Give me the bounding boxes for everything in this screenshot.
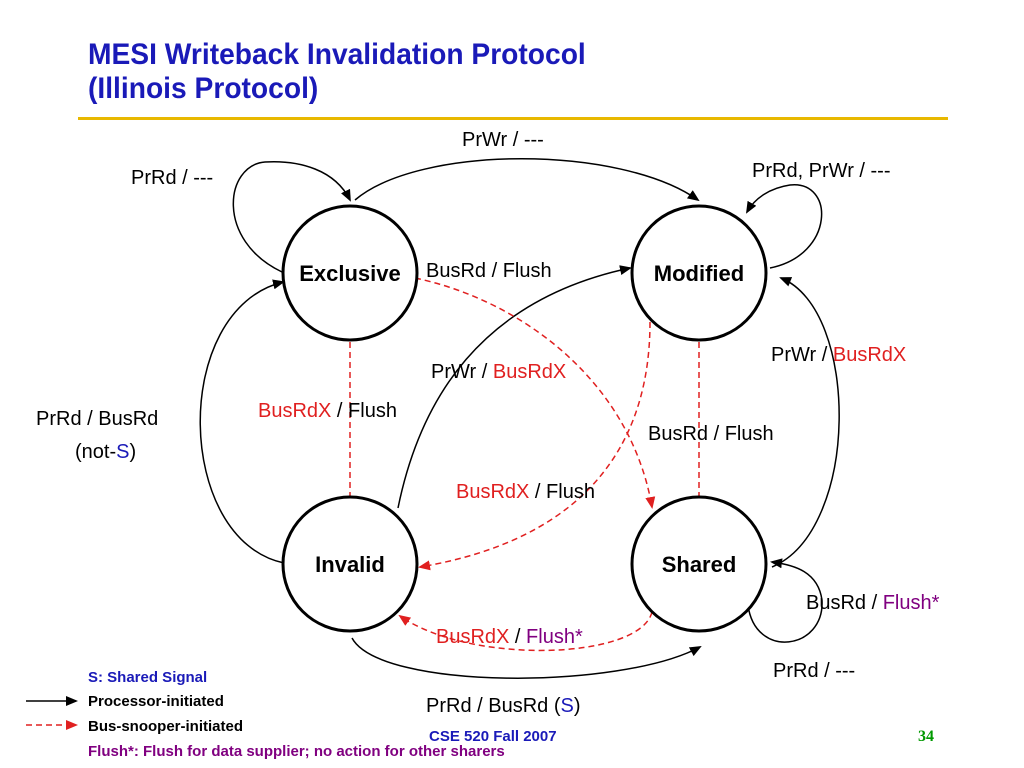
state-exclusive xyxy=(281,204,419,342)
label-shared-self-pr: PrRd / --- xyxy=(773,660,855,682)
label-s-signal: S xyxy=(560,695,573,717)
edge-shared-to-modified xyxy=(771,277,840,568)
label-not-shared: (not-S) xyxy=(75,441,136,463)
edge-exclusive-self-loop xyxy=(232,161,351,273)
label-busrdx: BusRdX xyxy=(493,361,566,383)
label-exclusive-to-modified: PrWr / --- xyxy=(462,129,544,151)
label-modified-to-shared: BusRd / Flush xyxy=(648,423,774,445)
slide-title: MESI Writeback Invalidation Protocol (Il… xyxy=(88,38,586,106)
label-busrdx: BusRdX xyxy=(436,626,509,648)
label-prwr: PrWr / xyxy=(431,361,493,383)
label-prrd-busrd: PrRd / BusRd xyxy=(36,408,158,430)
state-modified xyxy=(630,204,768,342)
label-invalid-to-exclusive: PrRd / BusRd xyxy=(36,408,158,430)
state-invalid-label: Invalid xyxy=(315,552,385,577)
label-close-paren: ) xyxy=(574,695,581,717)
label-flush-star: Flush* xyxy=(526,626,583,648)
legend-flush-note: Flush*: Flush for data supplier; no acti… xyxy=(88,743,505,760)
edge-modified-to-invalid xyxy=(418,321,651,571)
title-rule xyxy=(78,117,948,120)
label-shared-to-invalid: BusRdX / Flush* xyxy=(436,626,583,648)
label-shared-to-modified: PrWr / BusRdX xyxy=(771,344,906,366)
label-close-paren: ) xyxy=(129,441,136,463)
label-modified-self: PrRd, PrWr / --- xyxy=(752,160,891,182)
footer-course: CSE 520 Fall 2007 xyxy=(429,728,557,745)
edge-shared-self-loop xyxy=(747,558,823,643)
legend-processor-initiated: Processor-initiated xyxy=(88,693,224,710)
legend-shared-signal: S: Shared Signal xyxy=(88,669,207,686)
label-prrd-busrd: PrRd / BusRd ( xyxy=(426,695,561,717)
label-modified-to-invalid: BusRdX / Flush xyxy=(456,481,595,503)
label-flush: / Flush xyxy=(331,400,397,422)
label-not-prefix: (not- xyxy=(75,441,116,463)
label-exclusive-to-shared: BusRd / Flush xyxy=(426,260,552,282)
label-invalid-to-modified: PrWr / BusRdX xyxy=(431,361,566,383)
legend-bus-snooper-initiated: Bus-snooper-initiated xyxy=(88,718,243,735)
title-line-2: (Illinois Protocol) xyxy=(88,72,319,105)
label-slash: / xyxy=(509,626,526,648)
edge-exclusive-to-modified xyxy=(354,158,700,202)
edge-invalid-to-modified xyxy=(397,265,632,509)
label-exclusive-to-invalid: BusRdX / Flush xyxy=(258,400,397,422)
edge-modified-self-loop xyxy=(746,184,823,269)
edge-shared-to-invalid xyxy=(398,611,653,652)
label-shared-self-bus: BusRd / Flush* xyxy=(806,592,940,614)
label-exclusive-self: PrRd / --- xyxy=(131,167,213,189)
label-invalid-to-shared: PrRd / BusRd (S) xyxy=(426,695,581,717)
label-flush: / Flush xyxy=(529,481,595,503)
state-modified-label: Modified xyxy=(654,261,744,286)
label-s-signal: S xyxy=(116,441,129,463)
edge-exclusive-to-shared xyxy=(414,277,656,509)
label-busrdx: BusRdX xyxy=(833,344,906,366)
state-invalid xyxy=(281,495,419,633)
label-flush-star: Flush* xyxy=(883,592,940,614)
title-line-1: MESI Writeback Invalidation Protocol xyxy=(88,38,586,71)
label-busrdx: BusRdX xyxy=(258,400,331,422)
edge-invalid-to-exclusive xyxy=(199,279,285,564)
label-prwr: PrWr / xyxy=(771,344,833,366)
state-shared-label: Shared xyxy=(662,552,737,577)
label-busrd: BusRd / xyxy=(806,592,883,614)
page-number: 34 xyxy=(918,728,934,745)
state-shared xyxy=(630,495,768,633)
state-exclusive-label: Exclusive xyxy=(299,261,401,286)
edge-invalid-to-shared xyxy=(351,637,702,679)
label-busrdx: BusRdX xyxy=(456,481,529,503)
